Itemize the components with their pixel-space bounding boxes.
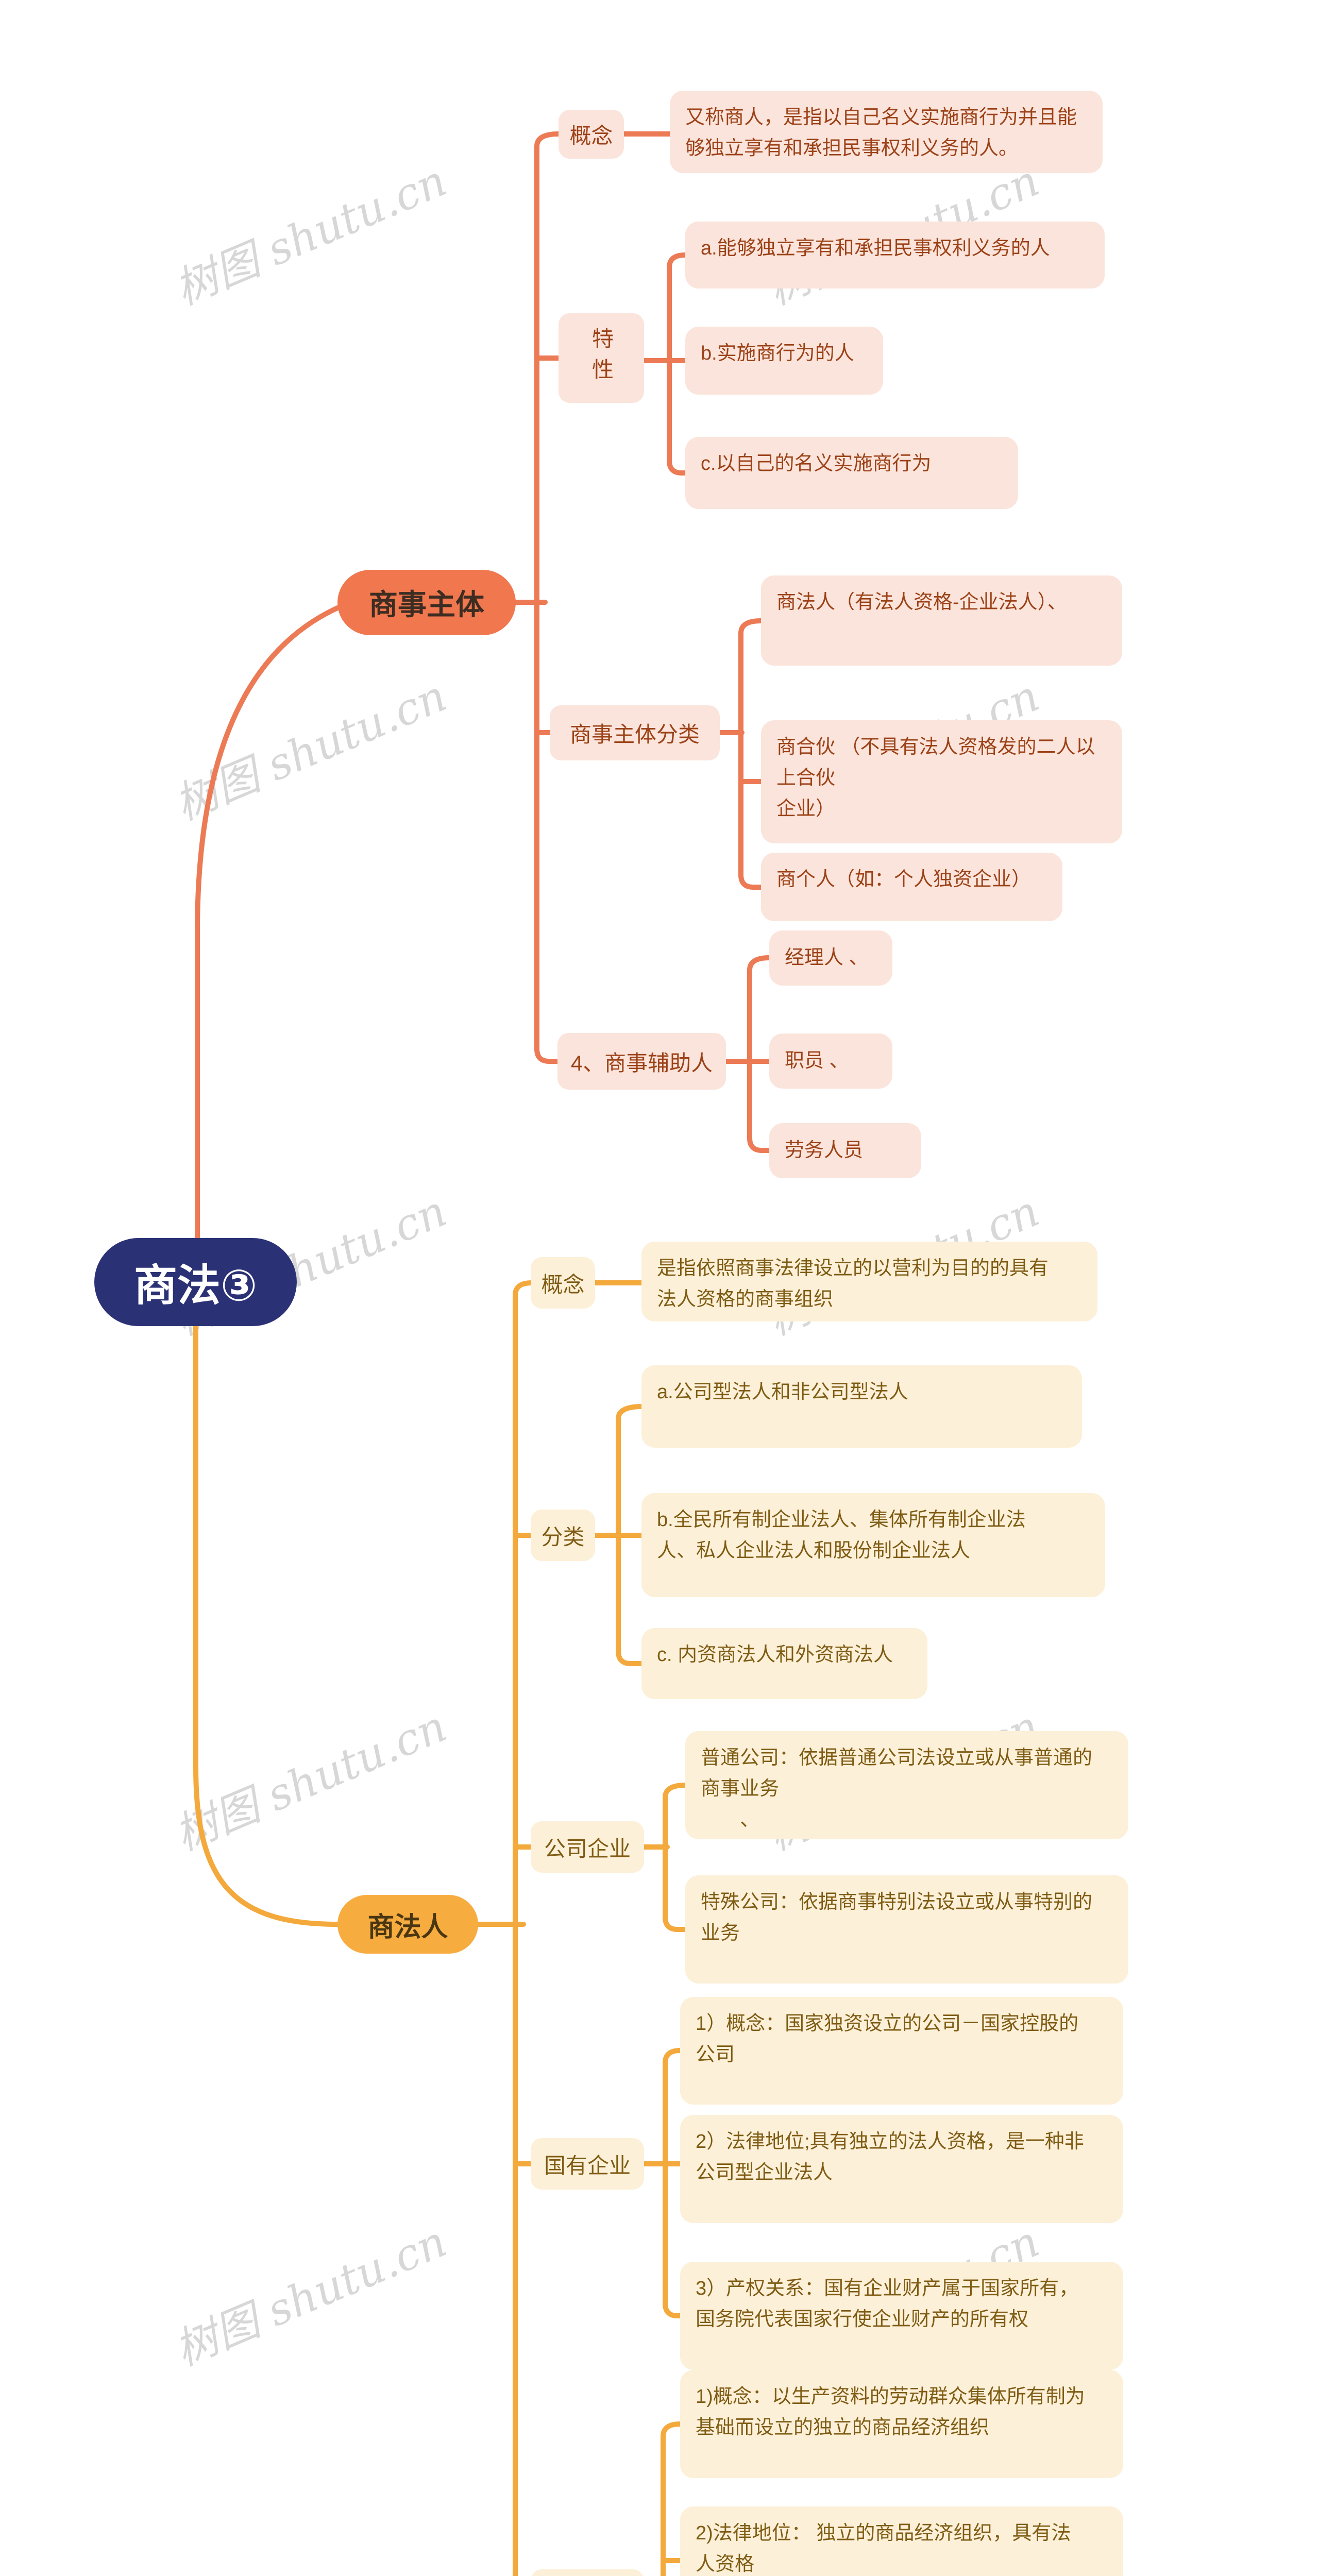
branch2-box-putonggongsi[interactable]: 普通公司：依据普通公司法设立或从事普通的 商事业务 、 — [685, 1731, 1128, 1839]
branch2-box-fenlei-a[interactable]: a.公司型法人和非公司型法人 — [641, 1365, 1082, 1448]
branch2-box-guoyou-1[interactable]: 1）概念：国家独资设立的公司－国家控股的 公司 — [680, 1997, 1123, 2105]
branch1-node[interactable]: 商事主体 — [337, 570, 516, 635]
branch1-box-texing-b[interactable]: b.实施商行为的人 — [685, 327, 883, 395]
branch1-box-texing-c[interactable]: c.以自己的名义实施商行为 — [685, 437, 1018, 509]
connector-fenlei1-trunk — [738, 618, 765, 890]
watermark-text: 树图 shutu.cn — [167, 670, 454, 830]
branch2-box-guoyou-2[interactable]: 2）法律地位;具有独立的法人资格，是一种非 公司型企业法人 — [680, 2115, 1123, 2223]
connector-gongsi-trunk — [663, 1783, 689, 1932]
branch2-node[interactable]: 商法人 — [337, 1895, 478, 1954]
branch1-box-shangfaren[interactable]: 商法人（有法人资格-企业法人）、 — [761, 575, 1122, 666]
branch2-box-fenlei-c[interactable]: c. 内资商法人和外资商法人 — [641, 1628, 927, 1699]
branch2-label-guoyouqiye[interactable]: 国有企业 — [531, 2138, 644, 2190]
branch2-label-jitiqiye[interactable]: 集体企业 — [531, 2569, 644, 2576]
branch1-box-laowurenyuan[interactable]: 劳务人员 — [769, 1123, 921, 1178]
root-node[interactable]: 商法③ — [94, 1238, 297, 1326]
branch2-box-gainian[interactable]: 是指依照商事法律设立的以营利为目的的具有 法人资格的商事组织 — [641, 1242, 1097, 1321]
branch2-label-gongsiqiye[interactable]: 公司企业 — [531, 1821, 644, 1873]
branch2-label-fenlei[interactable]: 分类 — [531, 1510, 595, 1561]
branch1-box-zhiyuan[interactable]: 职员 、 — [769, 1033, 892, 1089]
branch2-box-teshugongsi[interactable]: 特殊公司：依据商事特别法设立或从事特别的 业务 — [685, 1875, 1128, 1984]
connector-root-to-branch2 — [193, 1321, 340, 1927]
branch2-box-jiti-2[interactable]: 2)法律地位： 独立的商品经济组织，具有法 人资格 — [680, 2506, 1123, 2576]
branch2-box-guoyou-3[interactable]: 3）产权关系：国有企业财产属于国家所有， 国务院代表国家行使企业财产的所有权 — [680, 2262, 1123, 2370]
connector-guoyou-trunk — [663, 2048, 684, 2318]
watermark-text: 树图 shutu.cn — [167, 155, 454, 315]
branch2-box-fenlei-b[interactable]: b.全民所有制企业法人、集体所有制企业法 人、私人企业法人和股份制企业法人 — [641, 1493, 1105, 1597]
branch1-box-shanggeren[interactable]: 商个人（如：个人独资企业） — [761, 853, 1062, 921]
connector-root-to-branch1 — [195, 605, 340, 1244]
branch1-label-fuzhuren[interactable]: 4、商事辅助人 — [557, 1033, 726, 1090]
branch1-box-shanghehuo[interactable]: 商合伙 （不具有法人资格发的二人以上合伙 企业） — [761, 720, 1122, 843]
connector-branch2-trunk — [513, 1280, 534, 2576]
branch1-box-jingliren[interactable]: 经理人 、 — [769, 930, 892, 986]
branch1-box-gainian[interactable]: 又称商人，是指以自己名义实施商行为并且能 够独立享有和承担民事权利义务的人。 — [670, 91, 1103, 173]
branch1-label-gainian[interactable]: 概念 — [559, 110, 624, 159]
watermark-text: 树图 shutu.cn — [167, 2216, 454, 2376]
branch1-label-texing[interactable]: 特性 — [559, 313, 644, 403]
branch1-label-fenlei[interactable]: 商事主体分类 — [550, 705, 720, 760]
branch2-label-gainian[interactable]: 概念 — [531, 1257, 595, 1309]
connector-texing-trunk — [667, 252, 689, 476]
connector-fenlei2-trunk — [616, 1404, 645, 1666]
connector-fuzhuren-trunk — [747, 955, 773, 1153]
connector-branch1-trunk — [534, 131, 561, 1064]
connector-jiti-trunk — [661, 2421, 683, 2576]
branch1-box-texing-a[interactable]: a.能够独立享有和承担民事权利义务的人 — [685, 222, 1105, 289]
branch2-box-jiti-1[interactable]: 1)概念：以生产资料的劳动群众集体所有制为 基础而设立的独立的商品经济组织 — [680, 2370, 1123, 2478]
watermark-text: 树图 shutu.cn — [167, 1701, 454, 1860]
